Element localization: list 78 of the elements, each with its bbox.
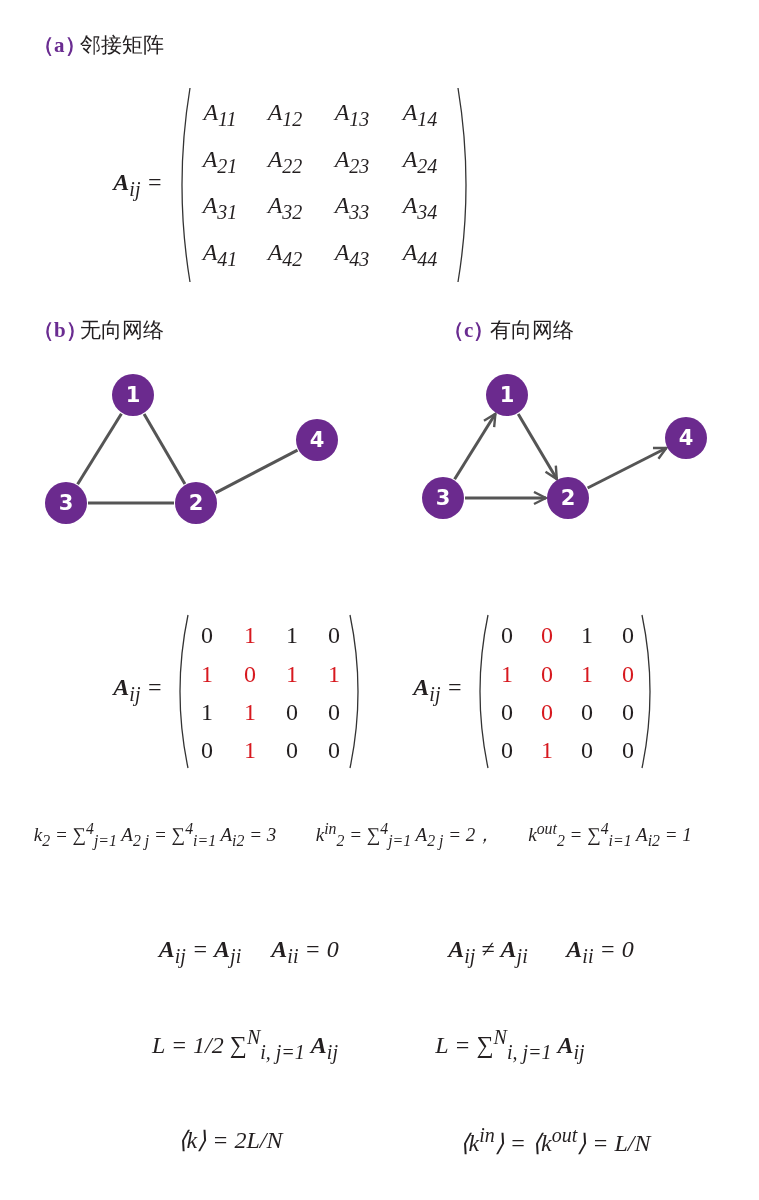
- formula: A$_{ii}$ = 0: [271, 936, 339, 968]
- arrow: [453, 412, 497, 481]
- node-circle: 4: [665, 417, 707, 459]
- matrix-entry: 1: [286, 621, 298, 649]
- formula: A$_{ij}$ = A$_{ji}$: [158, 936, 242, 968]
- formula: k$^{in}$$_{2}$ = ∑$^{4}$$_{j=1}$ A$_{2 j}$ = 2，: [315, 819, 495, 851]
- formula: L = 1/2 ∑$^{N}$$_{i, j=1}$ A$_{ij}$: [152, 1026, 338, 1064]
- matrix-entry: 0: [541, 621, 553, 649]
- matrix-entry: A$_{32}$: [267, 192, 303, 224]
- matrix-entry: 0: [541, 660, 553, 688]
- arrow: [586, 446, 668, 490]
- matrix-entry: 0: [201, 736, 213, 764]
- matrix-entry: 1: [541, 736, 553, 764]
- matrix-entry: 0: [328, 698, 340, 726]
- matrix-entry: A$_{24}$: [402, 146, 438, 178]
- arrow: [516, 413, 559, 481]
- connector-line: [88, 501, 174, 505]
- node-circle: 1: [112, 374, 154, 416]
- formula: A$_{ij}$ =: [413, 674, 463, 706]
- matrix-entry: 0: [286, 736, 298, 764]
- matrix-entry: 1: [244, 621, 256, 649]
- matrix-entry: 0: [328, 621, 340, 649]
- matrix-entry: A$_{43}$: [334, 239, 370, 271]
- arrow: [465, 490, 548, 506]
- matrix-entry: 0: [501, 621, 513, 649]
- matrix-entry: A$_{13}$: [334, 99, 370, 131]
- matrix-entry: A$_{33}$: [334, 192, 370, 224]
- matrix-entry: 1: [244, 736, 256, 764]
- node-circle: 4: [296, 419, 338, 461]
- matrix-entry: 1: [581, 660, 593, 688]
- formula: ⟨k⟩ = 2L/N: [177, 1126, 283, 1154]
- matrix-entry: 1: [328, 660, 340, 688]
- matrix-entry: 0: [622, 698, 634, 726]
- matrix-entry: 0: [286, 698, 298, 726]
- node-circle: 2: [547, 477, 589, 519]
- matrix-entry: A$_{44}$: [402, 239, 438, 271]
- matrix-entry: 0: [622, 736, 634, 764]
- matrix-entry: 1: [201, 660, 213, 688]
- formula: A$_{ij}$ =: [113, 169, 163, 201]
- matrix-entry: A$_{23}$: [334, 146, 370, 178]
- formula: k$^{out}$$_{2}$ = ∑$^{4}$$_{i=1}$ A$_{i2}$ = 1: [528, 819, 692, 851]
- matrix-entry: 0: [244, 660, 256, 688]
- matrix-entry: 0: [581, 698, 593, 726]
- matrix-entry: A$_{11}$: [203, 99, 237, 131]
- matrix-entry: 0: [328, 736, 340, 764]
- matrix-entry: 0: [622, 660, 634, 688]
- matrix-entry: A$_{21}$: [202, 146, 238, 178]
- formula: A$_{ij}$ ≠ A$_{ji}$: [448, 936, 528, 968]
- matrix-entry: 1: [244, 698, 256, 726]
- matrix-entry: 0: [622, 621, 634, 649]
- connector-line: [76, 412, 123, 486]
- connector-line: [142, 413, 187, 485]
- formula: k$_{2}$ = ∑$^{4}$$_{j=1}$ A$_{2 j}$ = ∑$^{4}$$_{i=1}$ A$_{i2}$ = 3: [33, 819, 277, 851]
- formula: L = ∑$^{N}$$_{i, j=1}$ A$_{ij}$: [435, 1026, 585, 1064]
- formula: A$_{ii}$ = 0: [566, 936, 634, 968]
- matrix-entry: A$_{14}$: [402, 99, 438, 131]
- matrix-entry: 0: [501, 698, 513, 726]
- matrix-entry: 0: [501, 736, 513, 764]
- matrix-entry: 0: [541, 698, 553, 726]
- matrix-entry: 1: [581, 621, 593, 649]
- node-circle: 3: [45, 482, 87, 524]
- matrix-entry: A$_{31}$: [202, 192, 238, 224]
- matrix-entry: 1: [501, 660, 513, 688]
- matrix-entry: A$_{41}$: [202, 239, 238, 271]
- formula: ⟨k$^{in}$⟩ = ⟨k$^{out}$⟩ = L/N: [459, 1123, 651, 1157]
- node-circle: 1: [486, 374, 528, 416]
- matrix-entry: A$_{34}$: [402, 192, 438, 224]
- matrix-entry: 0: [581, 736, 593, 764]
- matrix-entry: 1: [201, 698, 213, 726]
- matrix-entry: A$_{22}$: [267, 146, 303, 178]
- matrix-entry: A$_{42}$: [267, 239, 303, 271]
- formula: A$_{ij}$ =: [113, 674, 163, 706]
- matrix-entry: 1: [286, 660, 298, 688]
- matrix-entry: A$_{12}$: [267, 99, 303, 131]
- node-circle: 2: [175, 482, 217, 524]
- connector-line: [214, 448, 299, 495]
- matrix-entry: 0: [201, 621, 213, 649]
- node-circle: 3: [422, 477, 464, 519]
